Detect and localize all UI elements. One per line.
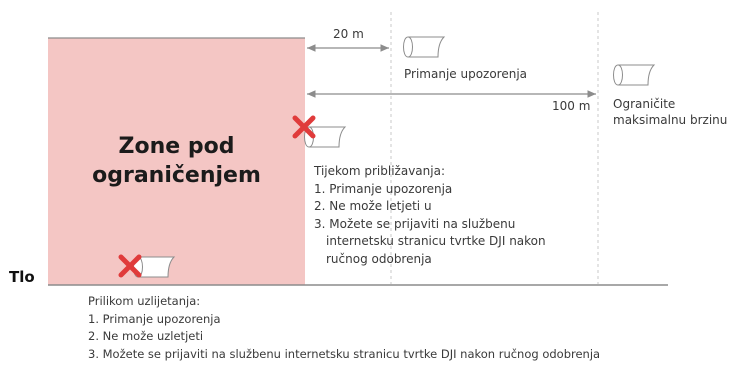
flight-path-icon — [613, 64, 656, 86]
distance-100m-label: 100 m — [552, 99, 591, 113]
approaching-notes: Tijekom približavanja: 1. Primanje upozo… — [314, 163, 546, 268]
blocked-cross-icon — [118, 254, 142, 278]
approaching-item: 3. Možete se prijaviti na službenu — [314, 216, 516, 231]
approaching-item: ručnog odobrenja — [326, 251, 432, 266]
approaching-item: internetsku stranicu tvrtke DJI nakon — [326, 234, 546, 248]
approaching-heading: Tijekom približavanja: — [314, 164, 445, 178]
warning-zone-label: Primanje upozorenja — [404, 67, 528, 81]
takeoff-item: 3. Možete se prijaviti na službenu inter… — [88, 346, 601, 361]
zone-title-line: ograničenjem — [92, 163, 261, 188]
takeoff-heading: Prilikom uzlijetanja: — [88, 294, 201, 308]
speed-limit-label-line: Ograničite — [613, 97, 676, 111]
flight-path-icon — [403, 36, 446, 58]
approaching-item: 2. Ne može letjeti u — [314, 199, 432, 213]
speed-limit-label: Ograničite maksimalnu brzinu — [613, 96, 727, 128]
speed-limit-label-line: maksimalnu brzinu — [613, 113, 728, 127]
ground-label: Tlo — [9, 268, 35, 286]
distance-20m-label: 20 m — [333, 27, 364, 41]
zone-title: Zone pod ograničenjem — [48, 132, 305, 190]
blocked-cross-icon — [292, 115, 316, 139]
takeoff-item: 1. Primanje upozorenja — [88, 311, 221, 326]
approaching-item: 1. Primanje upozorenja — [314, 181, 453, 196]
takeoff-item: 2. Ne može uzletjeti — [88, 329, 204, 343]
zone-title-line: Zone pod — [118, 134, 235, 159]
takeoff-notes: Prilikom uzlijetanja: 1. Primanje upozor… — [88, 293, 600, 363]
restricted-zone-area — [48, 38, 305, 285]
